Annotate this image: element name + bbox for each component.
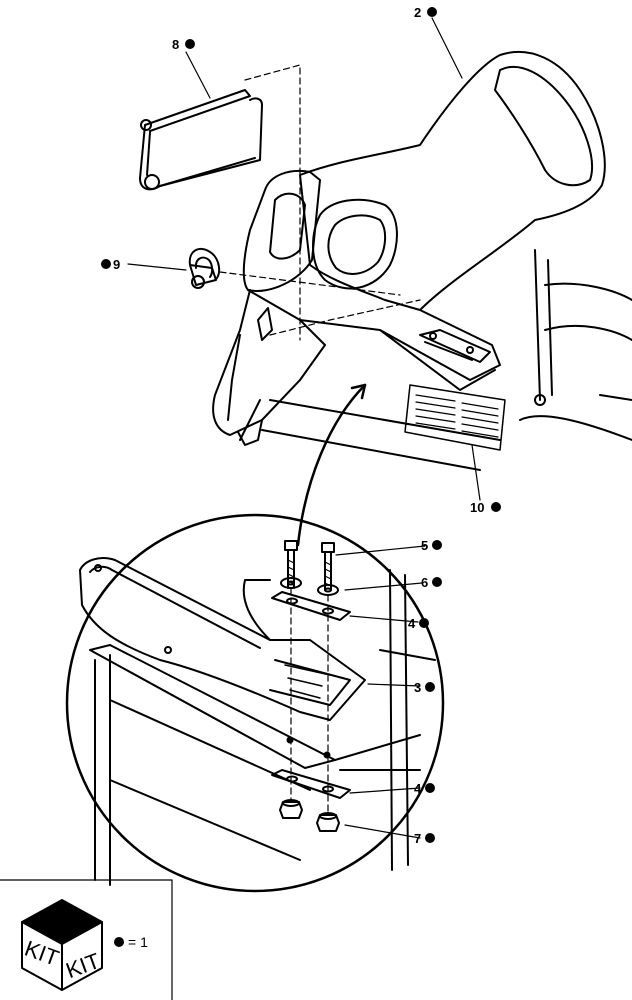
leader-lines bbox=[127, 17, 481, 839]
callout-4-lower-label: 4 bbox=[414, 781, 422, 796]
warning-decal bbox=[404, 384, 506, 451]
callout-4-upper-label: 4 bbox=[408, 616, 416, 631]
washer-6 bbox=[280, 577, 339, 596]
tractor-body-background bbox=[239, 249, 632, 471]
kit-cube-icon bbox=[21, 899, 103, 991]
plate-4-upper bbox=[271, 591, 351, 621]
lock-pin-8 bbox=[139, 89, 263, 191]
bolt-5b bbox=[321, 542, 335, 591]
seat-pan-detail bbox=[79, 557, 366, 721]
kit-dot-icon bbox=[427, 7, 437, 17]
callout-8: 8 bbox=[172, 37, 195, 52]
kit-dot-icon bbox=[432, 577, 442, 587]
callout-5: 5 bbox=[421, 538, 442, 553]
callout-6-label: 6 bbox=[421, 575, 428, 590]
seat-cushion bbox=[299, 50, 606, 311]
legend-box bbox=[0, 879, 173, 1000]
callout-9: 9 bbox=[101, 257, 120, 272]
kit-dot-icon bbox=[425, 783, 435, 793]
callout-8-label: 8 bbox=[172, 37, 179, 52]
seat-mounting-bracket bbox=[212, 289, 326, 446]
callout-3: 3 bbox=[414, 680, 435, 695]
callout-10: 10 bbox=[470, 500, 501, 515]
callout-7: 7 bbox=[414, 831, 435, 846]
nut-7 bbox=[279, 799, 340, 832]
callout-2: 2 bbox=[414, 5, 437, 20]
pin-clip-9 bbox=[188, 247, 221, 289]
detail-circle bbox=[65, 513, 445, 893]
callout-4-lower: 4 bbox=[414, 781, 435, 796]
legend-equals-one: = 1 bbox=[128, 934, 148, 950]
kit-dot-icon bbox=[425, 682, 435, 692]
kit-dot-icon bbox=[432, 540, 442, 550]
dash-lines-detail bbox=[290, 587, 329, 816]
detail-arrow bbox=[296, 383, 367, 547]
kit-dot-icon bbox=[491, 502, 501, 512]
callout-5-label: 5 bbox=[421, 538, 428, 553]
kit-dot-icon bbox=[419, 618, 429, 628]
callout-4-upper: 4 bbox=[408, 616, 429, 631]
kit-dot-icon bbox=[425, 833, 435, 843]
callout-2-label: 2 bbox=[414, 5, 421, 20]
callout-10-label: 10 bbox=[470, 500, 484, 515]
callout-9-label: 9 bbox=[113, 257, 120, 272]
kit-dot-icon bbox=[101, 259, 111, 269]
dash-lines-upper bbox=[219, 64, 421, 341]
callout-3-label: 3 bbox=[414, 680, 421, 695]
plate-4-lower bbox=[271, 769, 351, 799]
callout-6: 6 bbox=[421, 575, 442, 590]
callout-7-label: 7 bbox=[414, 831, 421, 846]
kit-dot-icon bbox=[185, 39, 195, 49]
detail-background-frame bbox=[89, 569, 436, 886]
kit-dot-icon bbox=[114, 937, 124, 947]
